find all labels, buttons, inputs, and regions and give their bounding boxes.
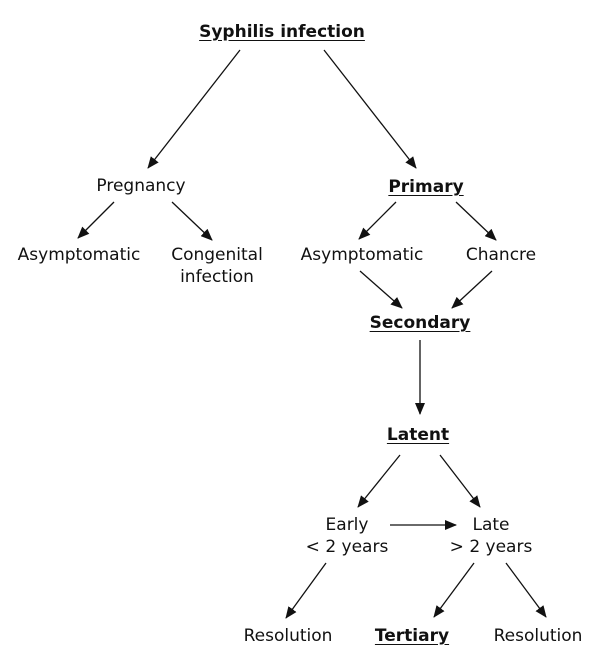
- node-tertiary: Tertiary: [375, 625, 449, 647]
- node-resolution-late-label: Resolution: [493, 626, 583, 646]
- node-chancre-label: Chancre: [465, 245, 537, 265]
- node-resolution-late: Resolution: [494, 625, 583, 647]
- node-asymptomatic-primary: Asymptomatic: [301, 244, 424, 266]
- node-late-line2: > 2 years: [449, 537, 533, 557]
- node-asymptomatic-pregnancy: Asymptomatic: [18, 244, 141, 266]
- edge-primary-to-asymptomatic: [358, 201, 397, 240]
- node-late-line1: Late: [472, 515, 510, 535]
- node-congenital-line1: Congenital: [171, 245, 263, 265]
- node-tertiary-label: Tertiary: [374, 626, 450, 646]
- edge-primary-to-chancre: [455, 201, 497, 241]
- node-early: Early < 2 years: [306, 514, 389, 558]
- node-secondary: Secondary: [370, 312, 471, 334]
- node-secondary-label: Secondary: [369, 313, 471, 333]
- node-resolution-early-label: Resolution: [243, 626, 333, 646]
- node-early-line2: < 2 years: [305, 537, 389, 557]
- edge-latent-to-late: [439, 454, 481, 508]
- node-latent: Latent: [387, 424, 449, 446]
- node-syphilis-infection: Syphilis infection: [199, 21, 365, 43]
- edge-syphilis-to-primary: [323, 49, 417, 169]
- node-pregnancy: Pregnancy: [96, 175, 185, 197]
- edge-late-to-resolution: [505, 562, 547, 618]
- node-syphilis-infection-label: Syphilis infection: [199, 22, 365, 42]
- node-late: Late > 2 years: [450, 514, 533, 558]
- edge-chancre-to-secondary: [451, 270, 493, 309]
- node-asymptomatic-pregnancy-label: Asymptomatic: [17, 245, 141, 265]
- edge-pregnancy-to-asymptomatic: [77, 201, 115, 239]
- node-resolution-early: Resolution: [244, 625, 333, 647]
- node-pregnancy-label: Pregnancy: [96, 176, 186, 196]
- edge-latent-to-early: [357, 454, 401, 508]
- edge-asymptomatic-to-secondary: [359, 270, 403, 309]
- node-chancre: Chancre: [466, 244, 536, 266]
- node-congenital-line2: infection: [180, 267, 254, 287]
- edge-late-to-tertiary: [433, 562, 475, 618]
- node-primary-label: Primary: [388, 177, 464, 197]
- node-early-line1: Early: [325, 515, 369, 535]
- node-primary: Primary: [388, 176, 463, 198]
- edge-pregnancy-to-congenital: [171, 201, 213, 241]
- node-latent-label: Latent: [386, 425, 450, 445]
- node-congenital-infection: Congenital infection: [171, 244, 263, 288]
- edge-early-to-resolution: [285, 562, 327, 619]
- node-asymptomatic-primary-label: Asymptomatic: [300, 245, 424, 265]
- edge-syphilis-to-pregnancy: [147, 49, 241, 169]
